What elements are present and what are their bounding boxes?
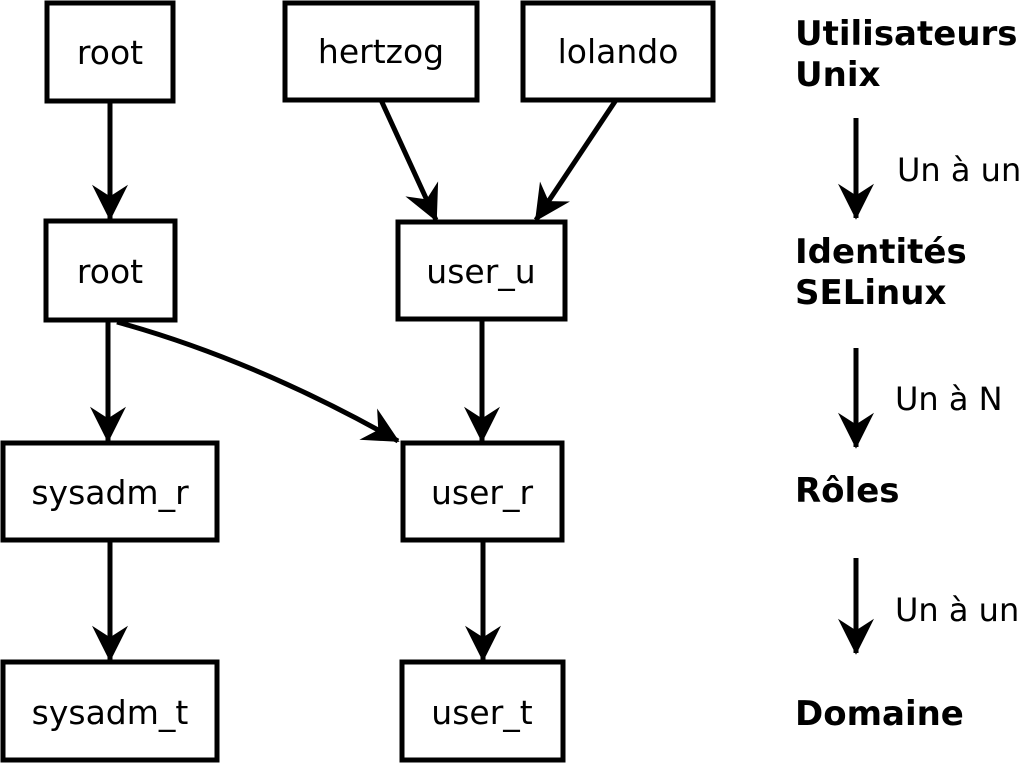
node-sysadm-r: sysadm_r xyxy=(0,440,220,543)
node-root-unix-box xyxy=(44,0,176,104)
node-hertzog-box xyxy=(282,0,480,103)
legend-identites-line1: Identités xyxy=(795,232,967,272)
legend-utilisateurs-line2: Unix xyxy=(795,55,880,95)
legend-rel-un-a-n: Un à N xyxy=(895,380,1003,418)
node-sysadm-t: sysadm_t xyxy=(0,659,220,763)
node-user-t-label: user_t xyxy=(431,693,532,732)
node-user-u-box xyxy=(395,219,568,322)
node-sysadm-t-label: sysadm_t xyxy=(32,693,189,732)
legend-identites-line2: SELinux xyxy=(795,273,946,313)
edge-rootselinux-to-userr xyxy=(116,319,400,444)
node-hertzog-label: hertzog xyxy=(318,32,444,71)
node-user-u-label: user_u xyxy=(426,252,535,291)
legend-rel-un-a-un-2: Un à un xyxy=(895,591,1019,629)
node-root-unix: root xyxy=(44,0,176,104)
node-sysadm-t-box xyxy=(0,659,220,763)
node-user-t: user_t xyxy=(399,659,566,763)
node-root-selinux: root xyxy=(43,218,178,323)
edge-lolando-to-useru xyxy=(533,98,619,222)
node-sysadm-r-box xyxy=(0,440,220,543)
node-root-selinux-box xyxy=(43,218,178,323)
legend-utilisateurs-line1: Utilisateurs xyxy=(795,14,1018,54)
node-user-r-box xyxy=(400,440,565,543)
legend-domaine: Domaine xyxy=(795,694,964,734)
legend-roles: Rôles xyxy=(795,471,900,511)
node-user-u: user_u xyxy=(395,219,568,322)
node-lolando: lolando xyxy=(520,0,716,103)
node-lolando-box xyxy=(520,0,716,103)
node-lolando-label: lolando xyxy=(558,32,679,71)
node-user-r-label: user_r xyxy=(431,473,533,512)
node-root-selinux-label: root xyxy=(77,252,143,291)
node-user-r: user_r xyxy=(400,440,565,543)
node-user-t-box xyxy=(399,659,566,763)
node-root-unix-label: root xyxy=(77,33,143,72)
node-hertzog: hertzog xyxy=(282,0,480,103)
node-sysadm-r-label: sysadm_r xyxy=(31,473,189,512)
legend-column: Utilisateurs Unix Un à un Identités SELi… xyxy=(795,14,1021,734)
edge-hertzog-to-useru xyxy=(378,98,439,222)
legend-rel-un-a-un-1: Un à un xyxy=(897,151,1021,189)
